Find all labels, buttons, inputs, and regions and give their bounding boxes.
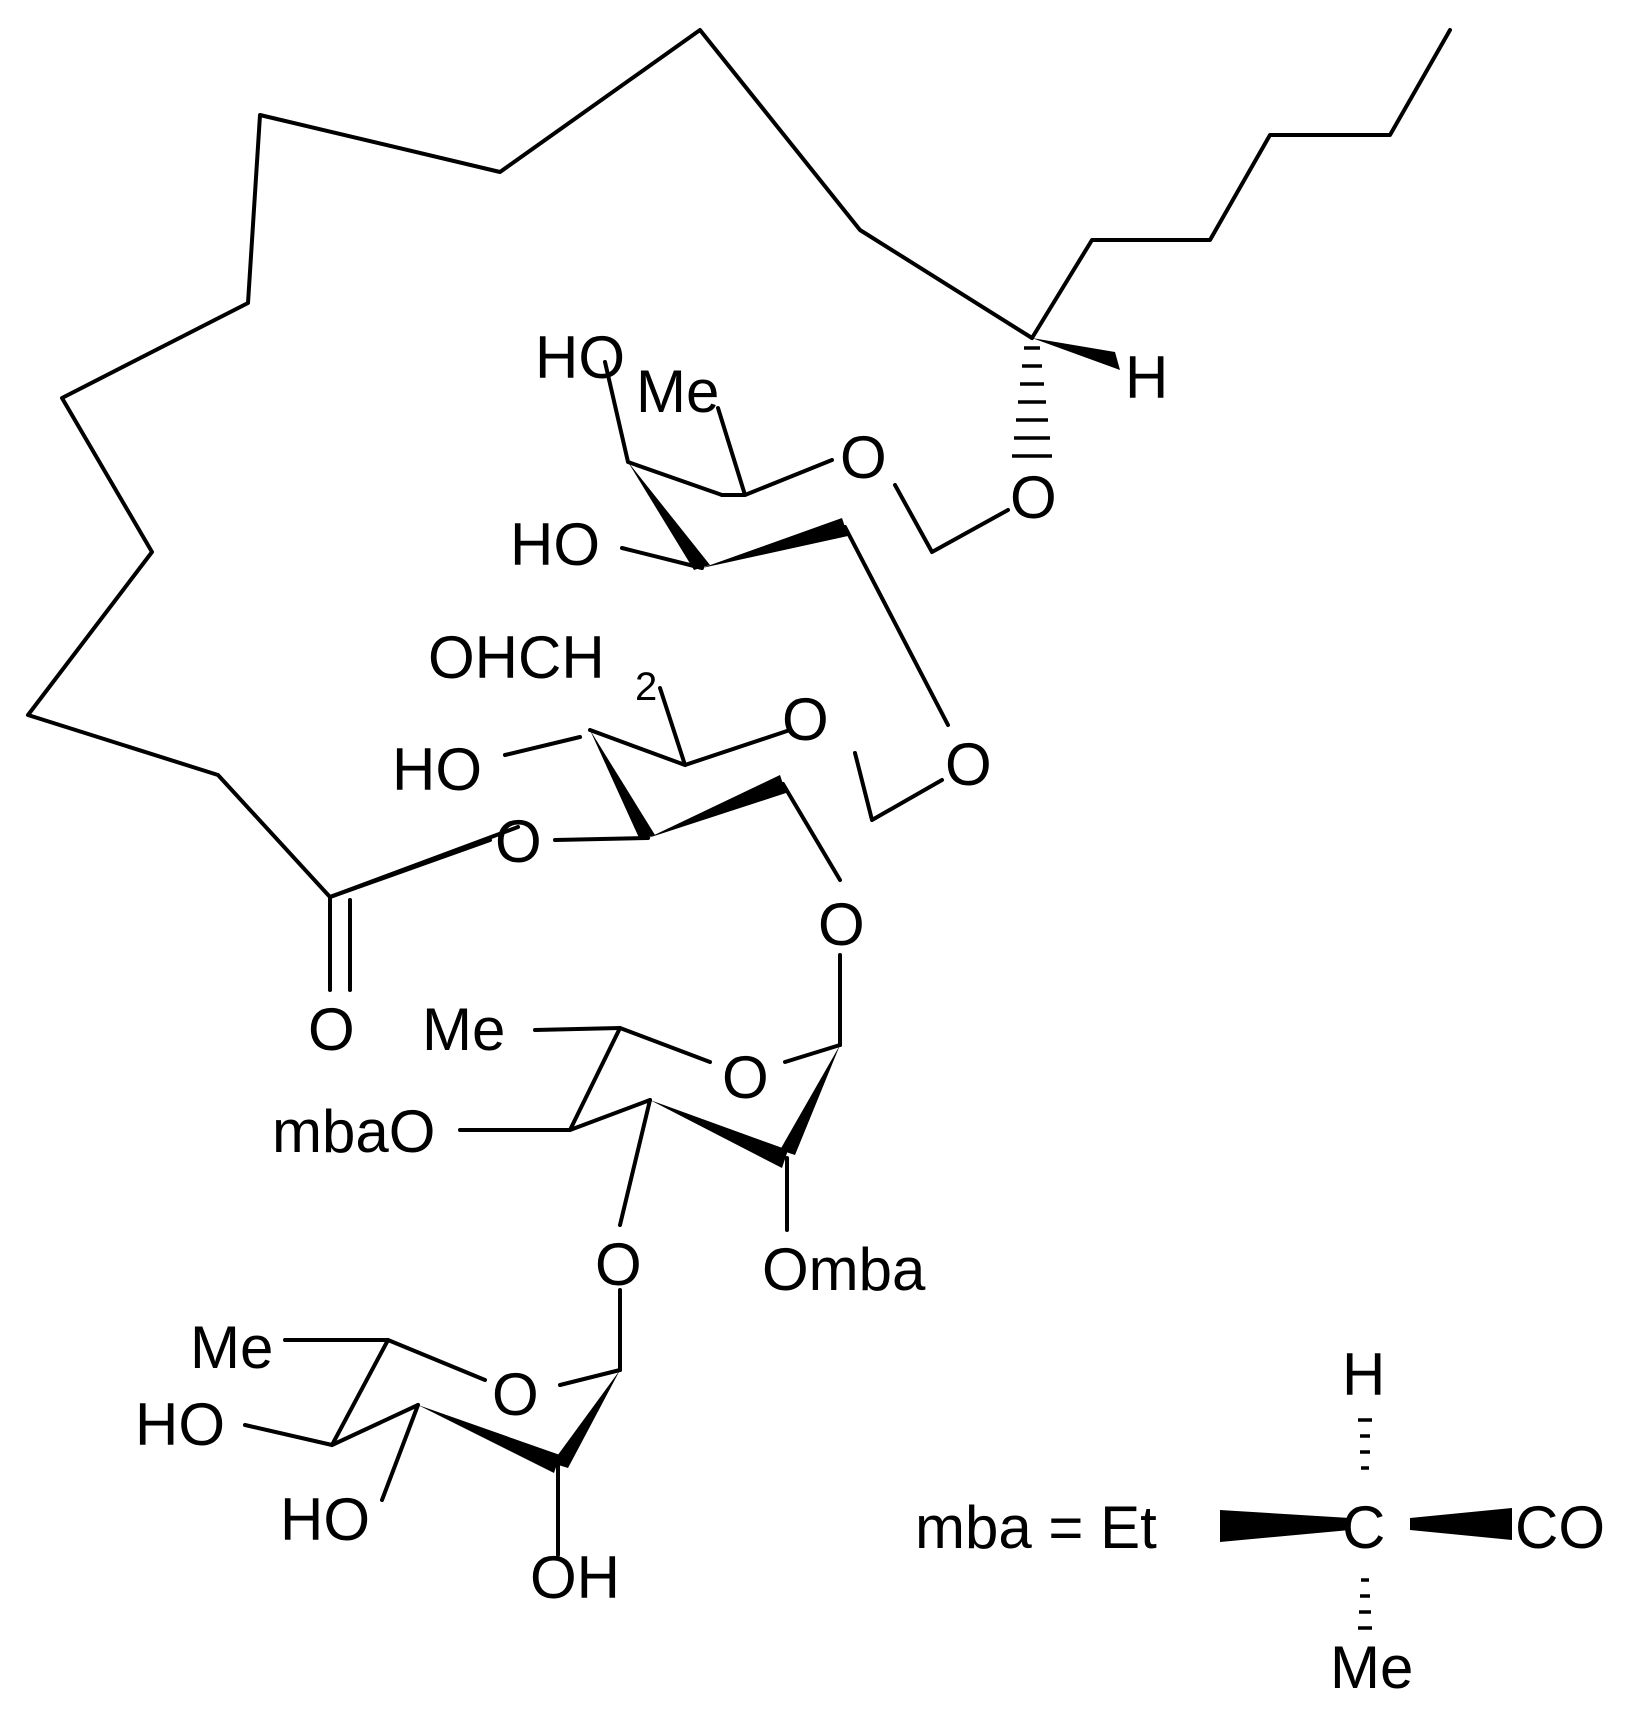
ester-o-c <box>328 838 492 899</box>
legend-me: Me <box>1330 1634 1413 1701</box>
legend-wedge-right <box>1410 1508 1512 1540</box>
ring1-bonds-2 <box>893 483 1010 554</box>
label-me-top: Me <box>636 358 719 425</box>
ring4-c3 <box>330 1403 420 1447</box>
ring1-c5-me <box>716 406 747 497</box>
label-o-link4: O <box>595 1231 642 1298</box>
stereo-wedge-h <box>1032 338 1120 370</box>
legend-mba-lhs: mba = Et <box>915 1494 1157 1561</box>
ring2-c4-ho <box>503 735 582 757</box>
ring3-bonds <box>783 1043 842 1064</box>
pentyl-chain <box>1030 28 1452 340</box>
ring3-wedge-b <box>650 1100 788 1168</box>
ring2-c3-o <box>553 836 650 842</box>
label-o-link3: O <box>818 891 865 958</box>
ring1-link <box>843 525 950 727</box>
label-oh-ring4: OH <box>530 1544 620 1611</box>
label-h-top: H <box>1125 344 1168 411</box>
label-ho-top: HO <box>535 324 625 391</box>
label-ho-ring4-b: HO <box>280 1486 370 1553</box>
label-me-ring4: Me <box>190 1314 273 1381</box>
legend-co: CO <box>1515 1494 1605 1561</box>
label-ho-ring2: HO <box>392 736 482 803</box>
legend-hash-h <box>1358 1418 1372 1470</box>
legend-c: C <box>1342 1494 1385 1561</box>
ring2-c4 <box>588 728 687 767</box>
label-omba: Omba <box>762 1236 926 1303</box>
label-o-link1: O <box>1010 464 1057 531</box>
ring3-wedge-a <box>780 1045 840 1155</box>
ring3-c3-link <box>618 1098 652 1227</box>
label-ohch2: OHCH <box>428 624 605 691</box>
ring3-c3 <box>568 1098 652 1132</box>
label-ohch2-sub: 2 <box>635 665 657 709</box>
ring2-wedge-a <box>590 730 655 840</box>
ring2-wedge-b <box>648 775 786 838</box>
ring1-wedge-b <box>702 518 848 568</box>
ring4-bonds <box>558 1368 622 1387</box>
ring4-c3-ho <box>380 1403 420 1502</box>
stereo-hash-o <box>1012 346 1052 458</box>
ring2-bonds-2 <box>853 751 944 822</box>
legend-h: H <box>1342 1341 1385 1408</box>
label-o-link2: O <box>945 731 992 798</box>
ring4-wedge-a <box>552 1370 620 1468</box>
ring3-bonds-2 <box>533 1026 712 1064</box>
label-mbao: mbaO <box>272 1098 435 1165</box>
legend-wedge-left <box>1220 1510 1350 1542</box>
ring4-wedge-b <box>418 1405 560 1473</box>
ring2-bonds <box>658 686 792 767</box>
label-o-ring4: O <box>492 1361 539 1428</box>
macrocycle-chain <box>26 28 1034 899</box>
label-ho-ring4-a: HO <box>135 1391 225 1458</box>
legend-hash-me <box>1358 1578 1372 1630</box>
ring2-link <box>781 782 842 882</box>
label-o-carbonyl: O <box>308 996 355 1063</box>
label-o-ring1: O <box>840 424 887 491</box>
label-ho-ring1: HO <box>510 511 600 578</box>
label-o-ring2: O <box>782 686 829 753</box>
ring1-c3-ho <box>620 546 704 570</box>
label-o-ester: O <box>495 808 542 875</box>
label-o-ring3: O <box>722 1044 769 1111</box>
ring1-wedge-a <box>628 462 710 570</box>
label-me-ring3: Me <box>422 996 505 1063</box>
